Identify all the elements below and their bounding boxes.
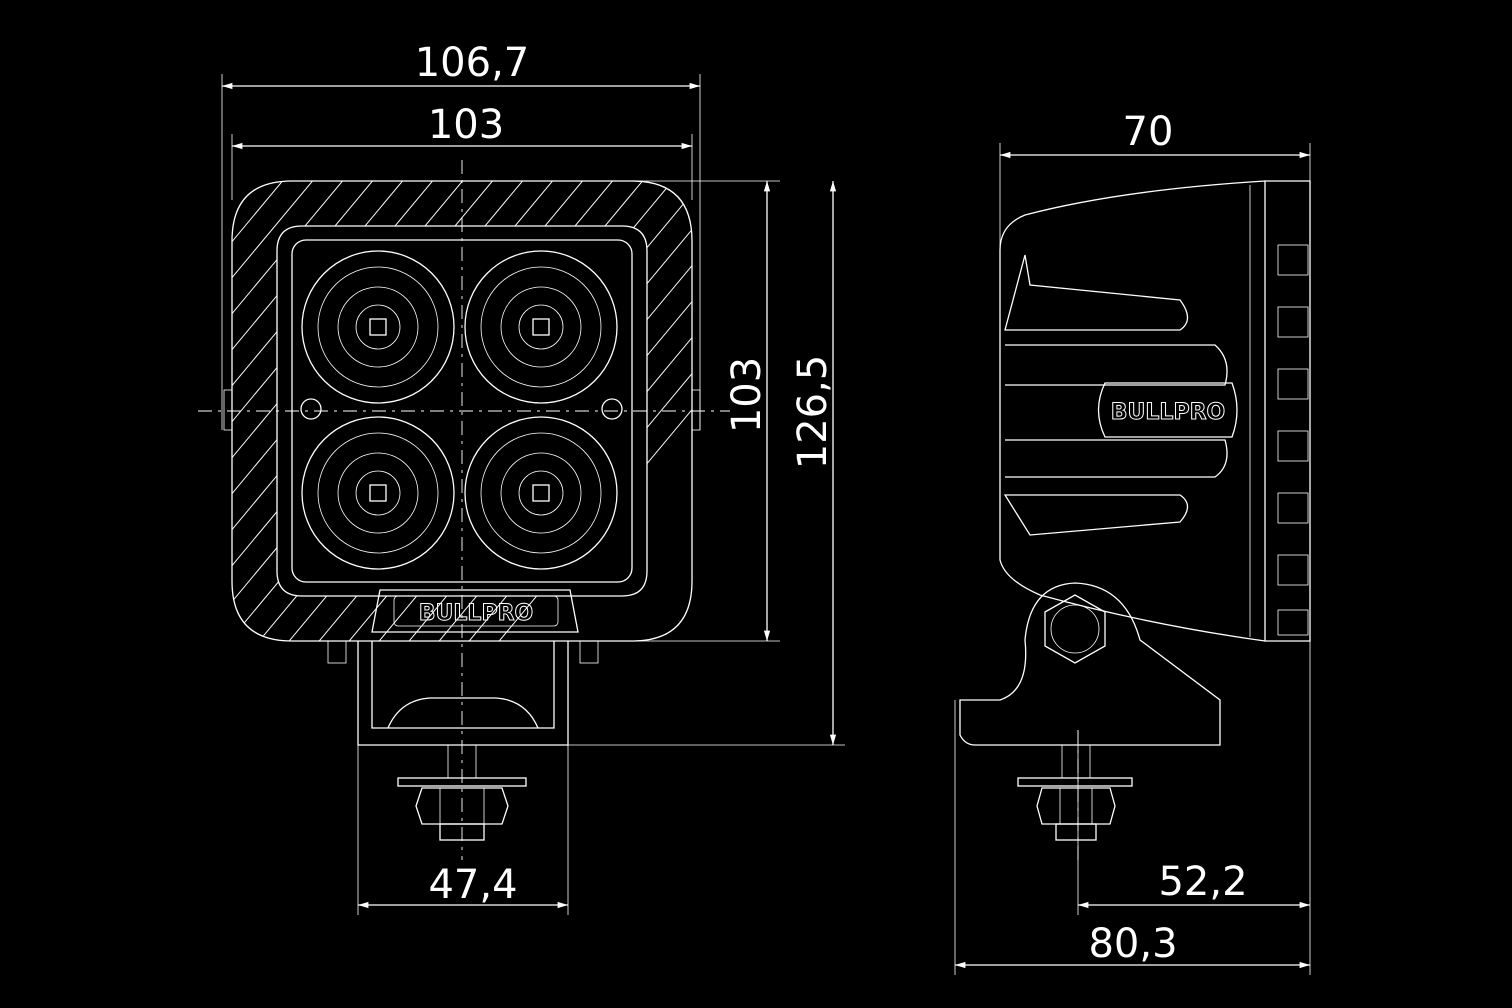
dim-overall-height: 126,5: [790, 355, 836, 470]
led-lens-bottom-right: [464, 416, 618, 570]
dim-base-to-front: 52,2: [1158, 859, 1247, 905]
dim-housing-width: 103: [428, 102, 504, 148]
front-logo: BULLPRO: [419, 601, 533, 626]
side-view: 70 52,2 80,3 BULLPRO: [954, 109, 1311, 975]
led-lens-top-left: [301, 250, 455, 404]
screw-right: [601, 398, 623, 420]
led-lens-bottom-left: [301, 416, 455, 570]
dim-overall-depth: 80,3: [1088, 921, 1177, 967]
nut: [415, 787, 509, 825]
led-lens-top-right: [464, 250, 618, 404]
dim-bracket-width: 47,4: [428, 862, 517, 908]
screw-left: [300, 398, 322, 420]
dim-housing-height: 103: [724, 357, 770, 433]
vent-slots: [1277, 244, 1309, 636]
front-view: 106,7 103 103 126,5 47,4: [198, 40, 845, 915]
dim-overall-width: 106,7: [415, 40, 530, 86]
side-logo: BULLPRO: [1111, 400, 1225, 425]
pivot-bolt-head: [1044, 594, 1106, 664]
dim-depth: 70: [1123, 109, 1174, 155]
